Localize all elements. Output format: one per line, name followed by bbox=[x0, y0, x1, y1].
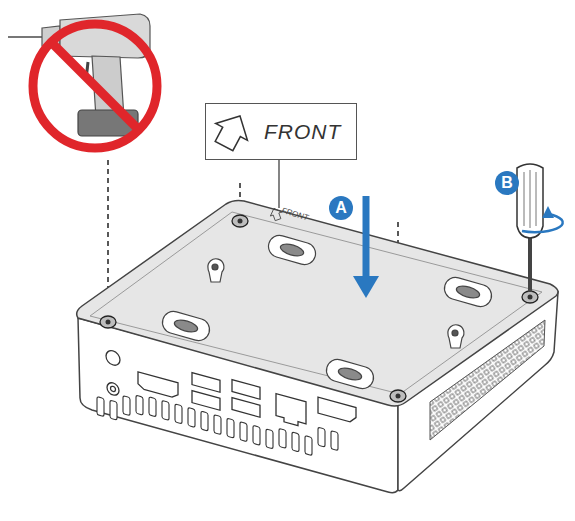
callout-box: FRONT bbox=[205, 103, 357, 160]
press-arrow bbox=[353, 196, 379, 298]
screwdriver bbox=[517, 164, 563, 292]
step-letter: A bbox=[329, 196, 353, 220]
step-letter: B bbox=[495, 171, 519, 195]
front-arrow-symbol bbox=[208, 108, 256, 155]
callout-text: FRONT bbox=[206, 104, 356, 159]
mini-pc bbox=[77, 200, 558, 492]
circle-fill bbox=[329, 196, 353, 220]
circle-fill bbox=[495, 171, 519, 195]
step-circle: A bbox=[329, 196, 353, 220]
no-drill-symbol bbox=[8, 14, 157, 148]
step-circle: B bbox=[495, 171, 519, 195]
leader-line bbox=[278, 160, 279, 208]
